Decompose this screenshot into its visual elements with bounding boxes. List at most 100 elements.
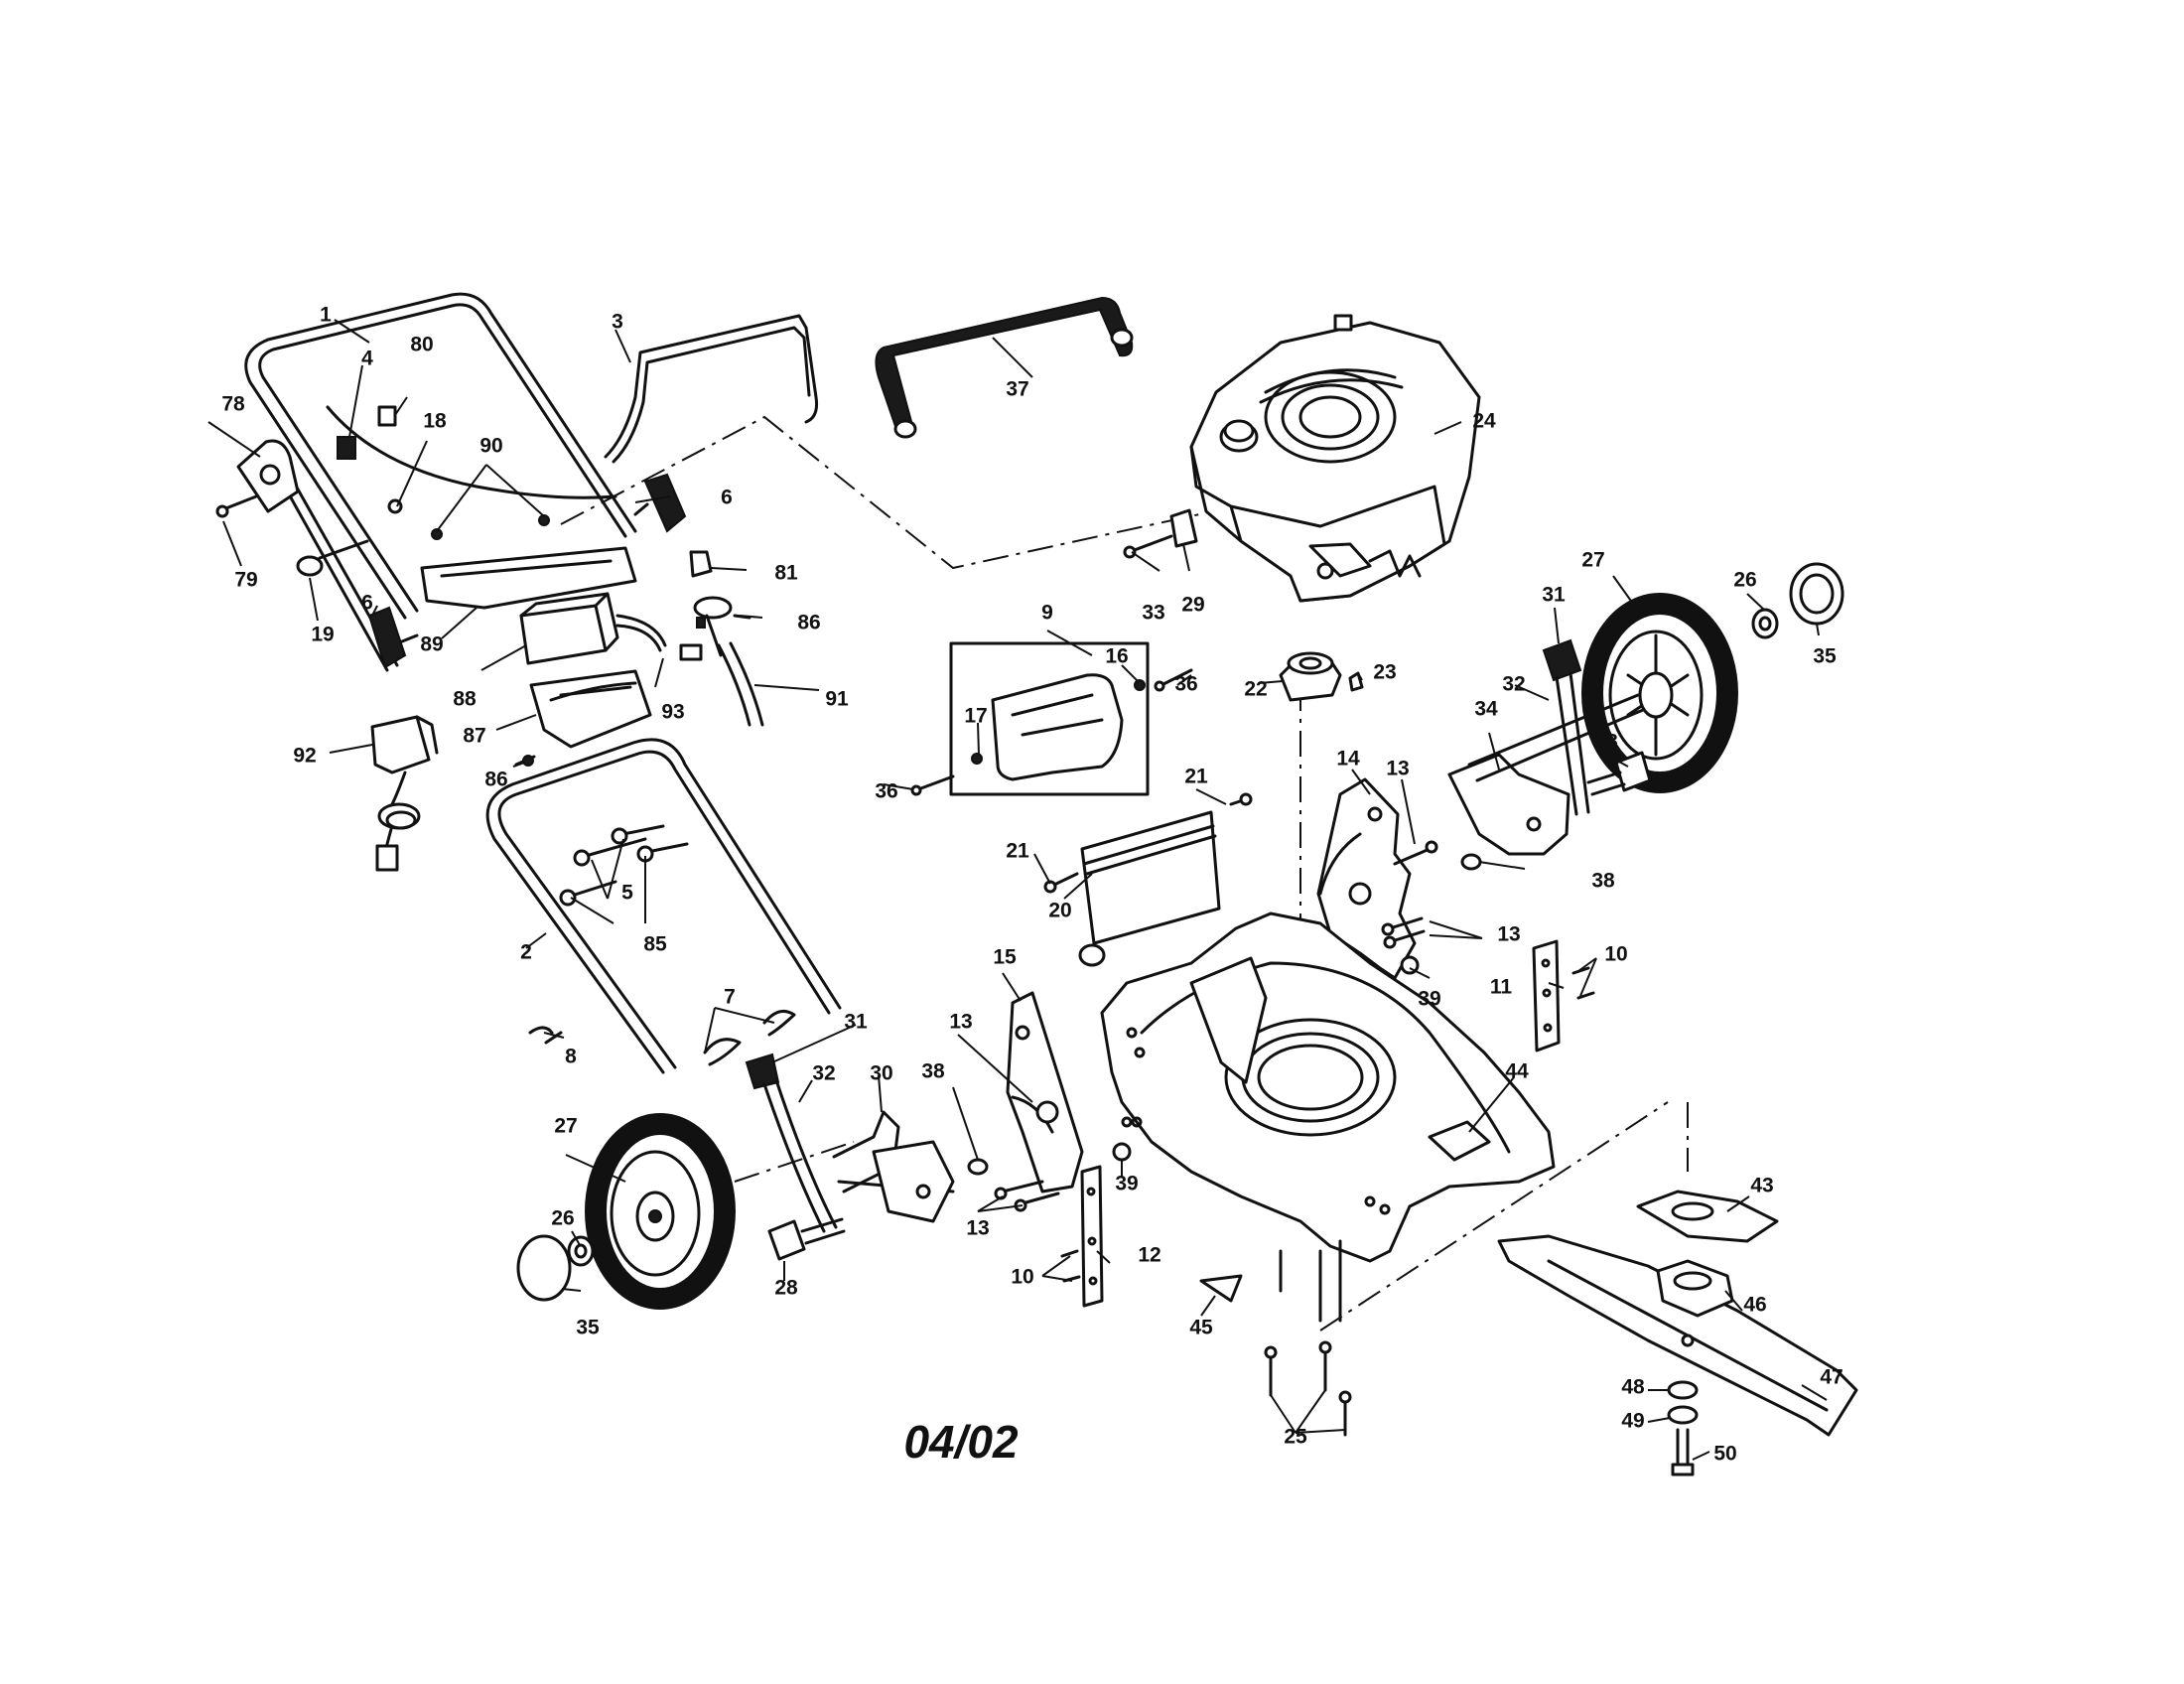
callout-86-switch: 86	[797, 612, 820, 634]
rear-door	[1043, 792, 1253, 967]
hub-nut-left	[567, 1235, 595, 1267]
callout-21-right: 21	[1184, 766, 1208, 788]
callout-3: 3	[612, 311, 623, 334]
control-cable	[326, 405, 617, 540]
date-code: 04/02	[903, 1416, 1019, 1468]
callout-39-left: 39	[1115, 1173, 1138, 1195]
rear-wheel-left	[585, 1113, 736, 1310]
callout-39-right: 39	[1418, 988, 1440, 1011]
shoulder-bolt-right	[1586, 751, 1652, 796]
washer-48	[1667, 1380, 1699, 1400]
height-adjust-lever-left	[745, 1052, 838, 1233]
callout-37: 37	[1006, 378, 1028, 401]
callout-10-left: 10	[1011, 1266, 1033, 1289]
shoulder-bolt-left	[767, 1217, 846, 1261]
callout-35-right: 35	[1813, 645, 1837, 668]
callout-27-left: 27	[554, 1115, 577, 1138]
hubcap-left	[516, 1234, 572, 1302]
callout-16: 16	[1105, 645, 1128, 668]
blade-adapter-top	[1279, 651, 1364, 702]
blade-adapter	[1656, 1259, 1734, 1318]
wire-connector-93	[679, 643, 703, 661]
callout-46: 46	[1743, 1294, 1766, 1317]
callout-93: 93	[661, 701, 684, 724]
callout-90: 90	[479, 435, 502, 458]
height-adjuster-plate-left	[994, 991, 1084, 1212]
screw-86	[514, 755, 536, 767]
hairpin-clips	[528, 1009, 796, 1066]
blade-hardware	[1667, 1380, 1699, 1476]
key-81	[689, 550, 713, 578]
cable-tie-4	[337, 436, 356, 460]
callout-85: 85	[643, 933, 667, 956]
engine	[1189, 314, 1481, 603]
callout-45: 45	[1189, 1317, 1213, 1339]
callout-18: 18	[423, 410, 447, 433]
blade-stiffener	[1636, 1190, 1779, 1243]
callout-80: 80	[410, 334, 433, 356]
leader-lines	[207, 319, 1828, 1461]
callout-13-plate-left: 13	[949, 1011, 972, 1034]
baffle-screws	[910, 668, 1193, 796]
knob-6-lower	[367, 606, 407, 669]
wheel-guide-45	[1199, 1274, 1243, 1303]
washer-38-right	[1460, 853, 1482, 871]
callout-33: 33	[1142, 602, 1164, 625]
callout-8: 8	[565, 1046, 577, 1068]
battery	[519, 592, 703, 665]
callout-11: 11	[1490, 976, 1513, 999]
callout-9: 9	[1041, 602, 1053, 625]
callout-87: 87	[463, 725, 485, 748]
callout-25: 25	[1284, 1426, 1307, 1449]
callout-86-tray: 86	[484, 769, 507, 791]
callout-79: 79	[234, 569, 257, 592]
callout-26-left: 26	[551, 1207, 574, 1230]
callout-24: 24	[1472, 410, 1496, 433]
callout-13-bolts-left: 13	[966, 1217, 989, 1240]
mower-blade	[1497, 1234, 1858, 1437]
callout-91: 91	[825, 688, 849, 711]
lower-handle	[485, 738, 842, 1074]
ignition-switch	[689, 550, 764, 727]
callout-1: 1	[320, 304, 332, 327]
callout-26-right: 26	[1733, 569, 1756, 592]
callout-47: 47	[1820, 1366, 1843, 1389]
callout-78: 78	[221, 393, 245, 416]
height-adjust-lever-right	[1542, 638, 1590, 816]
callout-30: 30	[870, 1062, 892, 1085]
callout-32-left: 32	[812, 1062, 835, 1085]
callout-36-left: 36	[875, 780, 897, 803]
callout-13-bolts-right: 13	[1497, 923, 1520, 946]
callout-48: 48	[1621, 1376, 1645, 1399]
engine-mount-bolts	[1264, 1340, 1352, 1437]
bracket-11	[1532, 939, 1561, 1052]
callout-13-plate-right: 13	[1386, 758, 1409, 780]
callout-14: 14	[1336, 748, 1360, 771]
callout-28-right: 28	[1594, 731, 1618, 754]
callout-10-right: 10	[1604, 943, 1627, 966]
callout-89: 89	[420, 633, 443, 656]
callout-20: 20	[1048, 900, 1071, 922]
callout-88: 88	[453, 688, 477, 711]
callout-labels: 1 2 3 4 5 6 6 7 8 9 10 10 11 12 13 13 13…	[221, 304, 1843, 1466]
callout-28-left: 28	[774, 1277, 798, 1300]
nut-39-left	[1112, 1142, 1132, 1162]
callout-92: 92	[293, 745, 316, 768]
callout-6-lower: 6	[361, 592, 373, 615]
callout-27-right: 27	[1581, 549, 1604, 572]
engine-bracket	[1123, 508, 1198, 559]
mower-deck	[1100, 912, 1556, 1323]
callout-49: 49	[1621, 1410, 1644, 1433]
callout-2: 2	[520, 941, 532, 964]
callout-4: 4	[361, 348, 373, 370]
rivets-10-left	[1060, 1249, 1081, 1283]
callout-7: 7	[724, 986, 736, 1009]
callout-23: 23	[1373, 661, 1396, 684]
callout-17: 17	[964, 705, 987, 728]
callout-35-left: 35	[576, 1317, 600, 1339]
callout-38-left: 38	[921, 1060, 945, 1083]
rear-baffle-assembly	[949, 641, 1150, 796]
battery-tray	[529, 669, 652, 749]
control-bail	[604, 314, 818, 464]
